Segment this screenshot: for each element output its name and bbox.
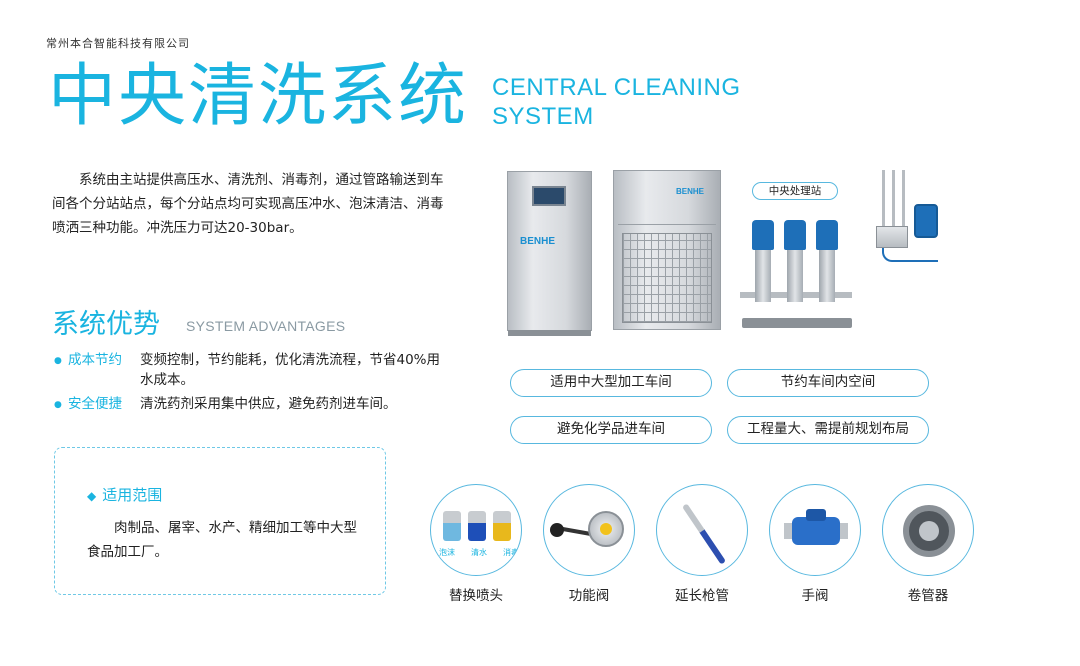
lance-icon bbox=[656, 484, 748, 576]
grilled-cabinet-image: BENHE bbox=[613, 170, 721, 330]
hose-reel-icon bbox=[882, 484, 974, 576]
hand-valve-icon bbox=[769, 484, 861, 576]
brand-logo: BENHE bbox=[676, 187, 705, 196]
accessory-label: 手阀 bbox=[801, 588, 829, 604]
advantage-item: ● 安全便捷 清洗药剂采用集中供应，避免药剂进车间。 bbox=[54, 394, 454, 415]
accessory-hose-reel: 卷管器 bbox=[882, 484, 974, 604]
accessory-nozzles: 泡沫 清水 消毒 替换喷头 bbox=[430, 484, 522, 604]
nozzle-tag: 消毒 bbox=[503, 548, 519, 557]
accessory-label: 替换喷头 bbox=[449, 588, 503, 604]
pump-image bbox=[784, 220, 806, 302]
feature-pill: 节约车间内空间 bbox=[727, 369, 929, 397]
scope-box: ◆ 适用范围 肉制品、屠宰、水产、精细加工等中大型食品加工厂。 bbox=[54, 447, 386, 595]
company-name: 常州本合智能科技有限公司 bbox=[46, 37, 190, 50]
feature-pill: 避免化学品进车间 bbox=[510, 416, 712, 444]
valve-icon bbox=[543, 484, 635, 576]
accessory-lance: 延长枪管 bbox=[656, 484, 748, 604]
english-title: CENTRAL CLEANING SYSTEM bbox=[492, 74, 741, 132]
advantages-title-en: SYSTEM ADVANTAGES bbox=[186, 318, 346, 334]
accessory-label: 功能阀 bbox=[568, 588, 610, 604]
nozzle-tag: 清水 bbox=[471, 548, 487, 557]
advantages-list: ● 成本节约 变频控制，节约能耗，优化清洗流程，节省40%用水成本。 ● 安全便… bbox=[54, 350, 454, 419]
accessory-hand-valve: 手阀 bbox=[769, 484, 861, 604]
control-screen bbox=[532, 186, 566, 206]
diamond-icon: ◆ bbox=[87, 489, 97, 503]
scope-text: 肉制品、屠宰、水产、精细加工等中大型食品加工厂。 bbox=[87, 520, 357, 560]
scope-title: ◆ 适用范围 bbox=[87, 484, 162, 505]
nozzle-tag: 泡沫 bbox=[439, 548, 455, 557]
intro-paragraph: 系统由主站提供高压水、清洗剂、消毒剂，通过管路输送到车间各个分站站点，每个分站点… bbox=[52, 172, 444, 236]
english-title-line-2: SYSTEM bbox=[492, 102, 594, 130]
advantage-label: 成本节约 bbox=[68, 352, 122, 368]
feature-pill: 适用中大型加工车间 bbox=[510, 369, 712, 397]
advantage-text: 清洗药剂采用集中供应，避免药剂进车间。 bbox=[140, 396, 397, 412]
nozzle-icon: 泡沫 清水 消毒 bbox=[430, 484, 522, 576]
scope-title-text: 适用范围 bbox=[102, 486, 163, 504]
feature-pill: 工程量大、需提前规划布局 bbox=[727, 416, 929, 444]
accessory-label: 卷管器 bbox=[907, 588, 949, 604]
advantage-text: 变频控制，节约能耗，优化清洗流程，节省40%用水成本。 bbox=[140, 352, 441, 388]
advantages-title: 系统优势 bbox=[52, 309, 160, 340]
bullet-dot-icon: ● bbox=[54, 400, 62, 410]
page-title: 中央清洗系统 bbox=[48, 57, 469, 136]
bullet-dot-icon: ● bbox=[54, 356, 62, 366]
pump-image bbox=[816, 220, 838, 302]
accessory-label: 延长枪管 bbox=[675, 588, 729, 604]
cabinet-grill bbox=[622, 233, 712, 323]
advantage-label: 安全便捷 bbox=[68, 396, 122, 412]
accessory-valve: 功能阀 bbox=[543, 484, 635, 604]
central-station-label: 中央处理站 bbox=[752, 182, 838, 200]
english-title-line-1: CENTRAL CLEANING bbox=[492, 74, 741, 101]
advantage-item: ● 成本节约 变频控制，节约能耗，优化清洗流程，节省40%用水成本。 bbox=[54, 350, 454, 390]
pump-image bbox=[752, 220, 774, 302]
main-station-cabinet-image: BENHE bbox=[507, 171, 592, 336]
brand-logo: BENHE bbox=[520, 236, 556, 247]
sub-station-image bbox=[872, 170, 942, 290]
